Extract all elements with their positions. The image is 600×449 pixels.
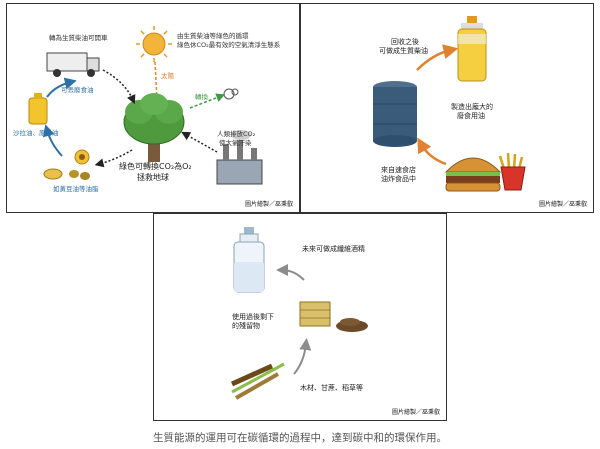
oil-to-truck-arrow	[46, 77, 77, 98]
waste-oil-panel: 回收之後 可做成生質柴油 製造出龐大的 廢食用油 來自速食店 油炸食品中 圖片繪…	[300, 3, 594, 213]
residue-to-ethanol-arrow	[276, 264, 305, 281]
factory-label-line1: 人類排放CO₂	[217, 130, 256, 138]
ethanol-label: 未來可做成纖維酒精	[302, 245, 365, 253]
barrel-to-bottle-arrow	[416, 44, 459, 71]
recycle-label-line1: 回收之後	[391, 38, 419, 46]
biomass-label: 木材、甘蔗、稻草等	[300, 384, 363, 392]
oil-bottle-icon	[28, 93, 48, 125]
truck-label: 轉為生質柴油可開車	[49, 34, 108, 42]
tree-to-crop-arrow	[94, 149, 133, 168]
fries-icon	[498, 152, 526, 191]
crop-label: 如黃豆油等油脂	[53, 185, 99, 193]
recycle-label: 可丟廢食油	[61, 86, 94, 94]
sugarcane-icon	[230, 362, 285, 400]
factory-label-line2: 使大氣汙染	[219, 139, 252, 147]
oxygen-release-arrow	[189, 93, 226, 109]
waste-oil-illustration	[373, 16, 526, 192]
sun-icon	[136, 26, 172, 62]
image-credit: 圖片繪製／巫秉叡	[391, 409, 440, 416]
hay-bale-icon	[299, 301, 331, 327]
oil-label: 沙拉油、原料油	[13, 129, 59, 137]
factory-icon	[216, 130, 263, 185]
cellulose-ethanol-illustration	[230, 227, 368, 400]
fast-food-label-line1: 來自速食店	[381, 166, 416, 174]
fast-food-label-line2: 油炸食品中	[381, 175, 416, 183]
tree-icon	[123, 93, 185, 162]
tree-label-line2: 拯救地球	[137, 173, 169, 182]
image-credit: 圖片繪製／巫秉叡	[244, 201, 293, 208]
recycle-label-line2: 可做成生質柴油	[379, 47, 428, 55]
image-credit: 圖片繪製／巫秉叡	[538, 201, 587, 208]
crop-to-oil-arrow	[42, 124, 63, 157]
emission-arrow	[181, 131, 218, 153]
oxygen-bubble-icon	[223, 88, 239, 100]
residue-label-line1: 使用過後剩下	[232, 313, 274, 321]
oil-barrel-icon	[373, 81, 417, 147]
release-label: 轉換	[195, 93, 208, 101]
truck-icon	[46, 52, 100, 77]
carbon-cycle-panel: 轉為生質柴油可開車 由生質柴油等綠色的循環 綠色休CO₂最有效的空氣清淨生態系 …	[6, 3, 300, 213]
crops-icon	[43, 149, 90, 180]
waste-oil-label-line2: 廢食用油	[457, 112, 485, 120]
biomass-to-residue-arrow	[293, 338, 312, 375]
waste-oil-label-line1: 製造出龐大的	[451, 103, 493, 111]
tree-label-line1: 綠色可轉換CO₂為O₂	[119, 162, 192, 171]
food-to-barrel-arrow	[417, 137, 447, 166]
cellulose-ethanol-panel: 未來可做成纖維酒精 使用過後剩下 的殘留物 木材、甘蔗、稻草等 圖片繪製／巫秉叡	[153, 213, 447, 421]
biodiesel-bottle-icon	[457, 16, 487, 82]
ethanol-bottle-icon	[233, 227, 265, 293]
truck-emission-arrow	[102, 69, 136, 105]
figure-caption: 生質能源的運用可在碳循環的過程中，達到碳中和的環保作用。	[153, 432, 447, 444]
burger-icon	[444, 157, 502, 192]
residue-label-line2: 的殘留物	[232, 322, 260, 330]
sun-word-label: 太陽	[161, 72, 174, 80]
carbon-cycle-illustration	[28, 26, 263, 185]
sun-label-line1: 由生質柴油等綠色的循環	[177, 32, 249, 40]
sun-label-line2: 綠色休CO₂最有效的空氣清淨生態系	[177, 41, 281, 49]
residue-pile-icon	[336, 318, 368, 332]
